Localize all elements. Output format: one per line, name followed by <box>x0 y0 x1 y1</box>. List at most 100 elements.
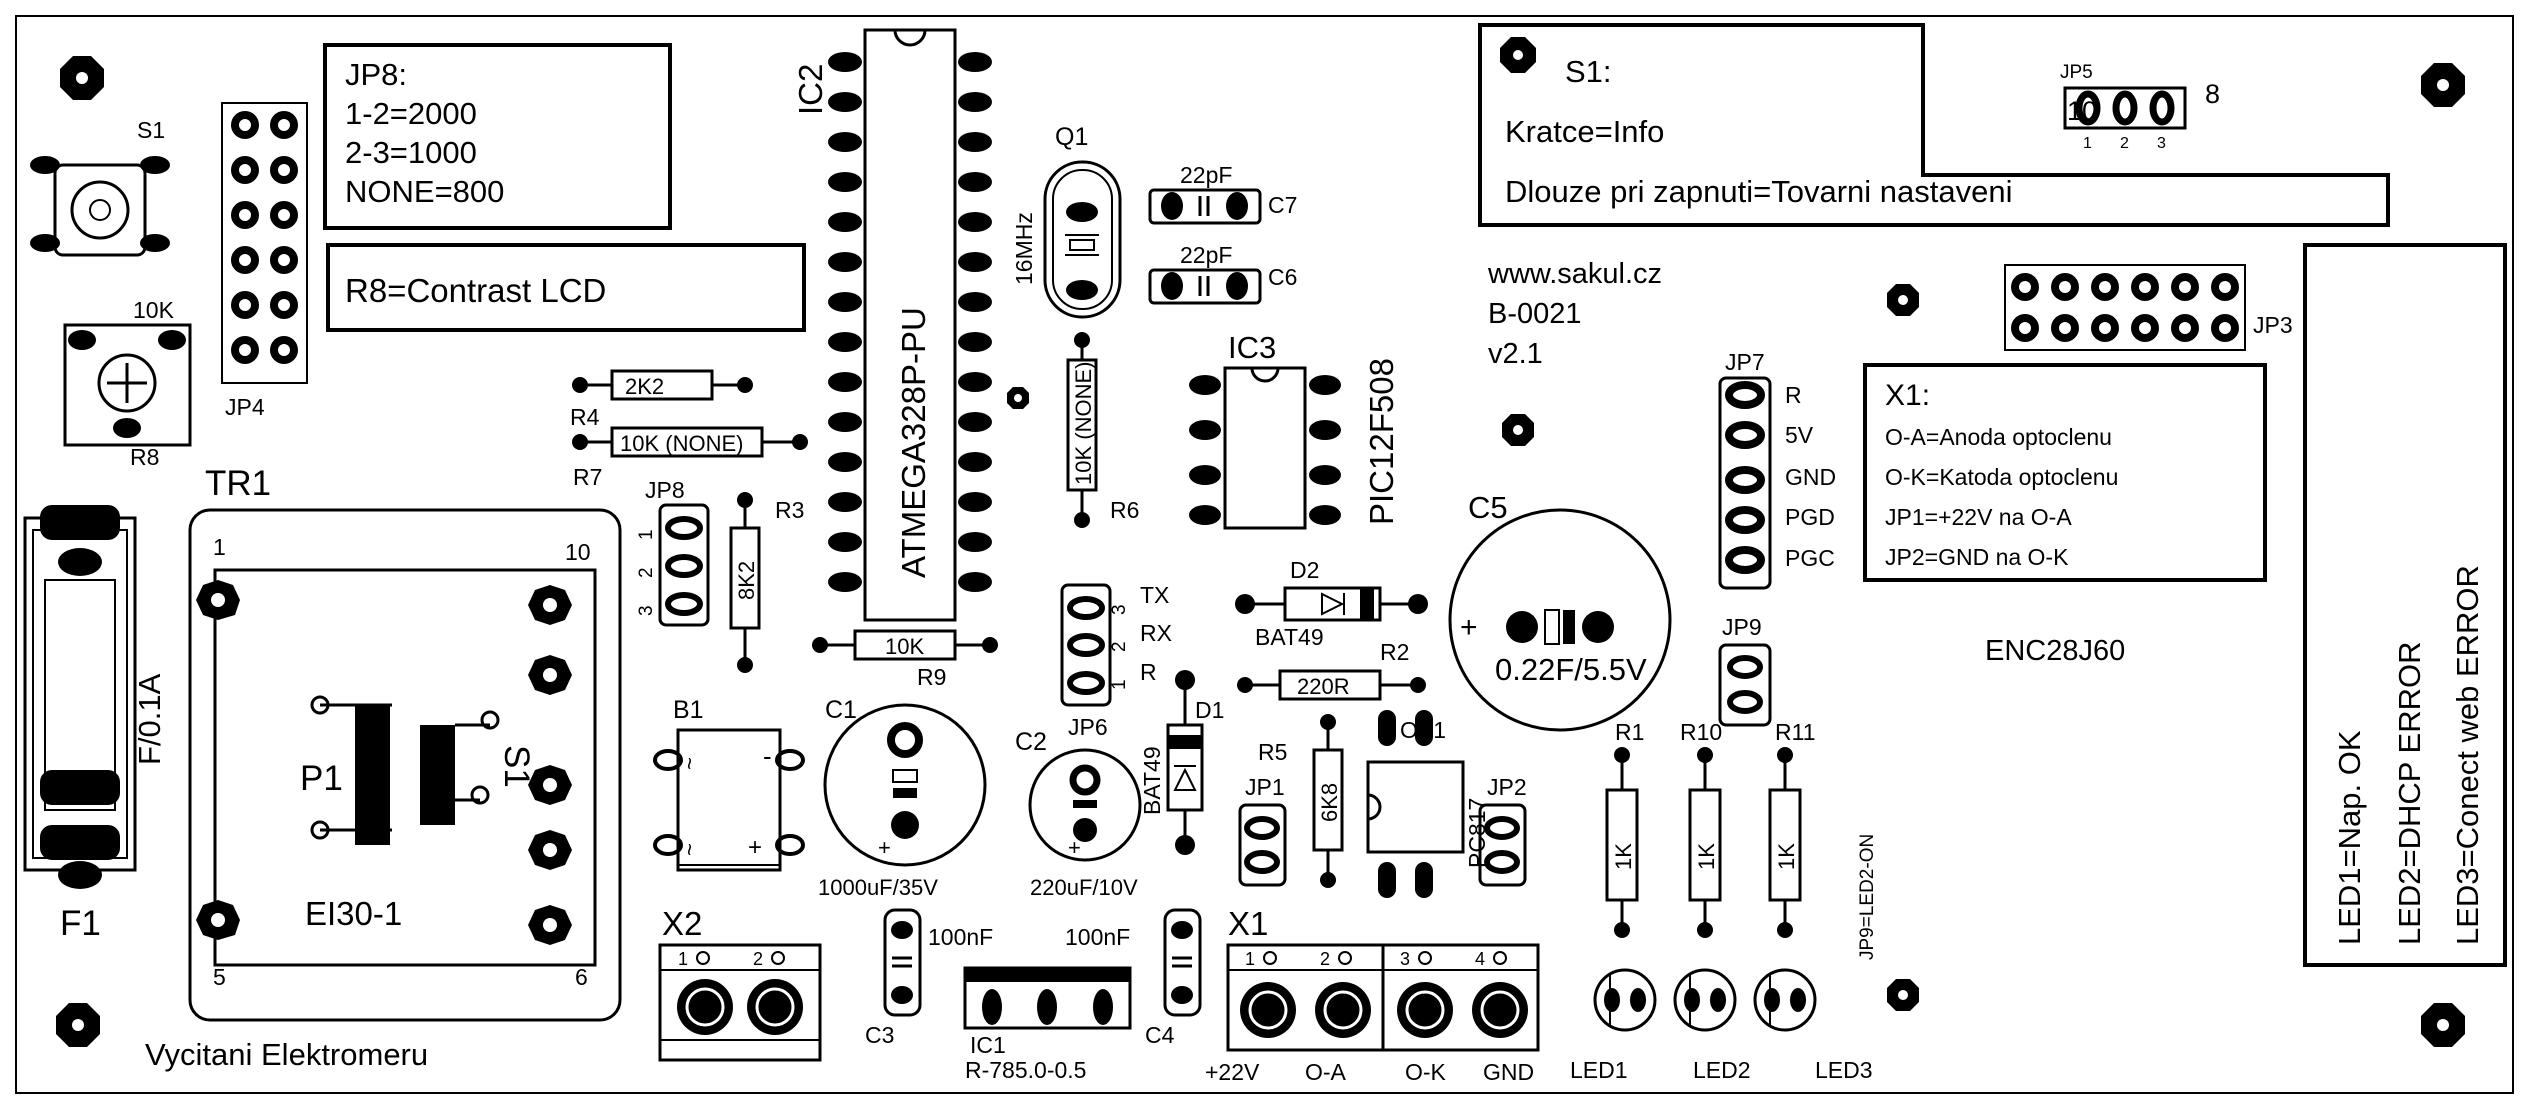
c6-label: C6 <box>1268 264 1297 290</box>
jp5-pin: 2 <box>2120 135 2129 152</box>
c7-label: C7 <box>1268 192 1297 218</box>
tr1-label: TR1 <box>205 464 271 503</box>
x1-note-line: JP2=GND na O-K <box>1885 544 2069 570</box>
c4-value: 100nF <box>1065 924 1130 950</box>
c6-value: 22pF <box>1180 242 1232 268</box>
c7-value: 22pF <box>1180 162 1232 188</box>
r4-value: 2K2 <box>625 374 664 399</box>
ic1-type: R-785.0-0.5 <box>965 1057 1086 1083</box>
ic2-pin-pad <box>828 52 862 72</box>
board-title: Vycitani Elektromeru <box>145 1037 428 1072</box>
ic2-type: ATMEGA328P-PU <box>895 307 932 578</box>
led-led1: LED1 <box>1570 968 1657 1083</box>
jp8-note-line: JP8: <box>345 57 407 92</box>
x1-pin: 1 <box>1245 949 1255 969</box>
capacitor-c1: C1 + 1000uF/35V <box>818 696 987 900</box>
x1-note: X1: O-A=Anoda optoclenu O-K=Katoda optoc… <box>1885 379 2118 570</box>
r9-label: R9 <box>917 664 946 690</box>
jp7-label: JP7 <box>1725 349 1765 375</box>
tr-pin-label: 6 <box>575 964 588 990</box>
header-jp7: JP7 R 5V GND PGD PGC <box>1718 349 1836 590</box>
ic2-pin-pad <box>828 572 862 592</box>
ic2-pin-pad <box>828 132 862 152</box>
resistor-r2: R2 220R <box>1237 639 1426 701</box>
ic2-pin-pad <box>958 492 992 512</box>
ic1-label: IC1 <box>970 1032 1006 1058</box>
jp7-signal: R <box>1785 382 1802 408</box>
r8-value: 10K <box>133 297 175 323</box>
ic2-pin-pad <box>958 212 992 232</box>
jp4-label: JP4 <box>225 394 265 420</box>
d1-type: BAT49 <box>1139 746 1165 815</box>
r5-value: 6K8 <box>1317 783 1342 822</box>
resistor-r9: 10K R9 <box>812 629 998 690</box>
d2-type: BAT49 <box>1255 624 1324 650</box>
x1-note-line: O-K=Katoda optoclenu <box>1885 464 2118 490</box>
jp7-signal: PGD <box>1785 504 1835 530</box>
r7-label: R7 <box>573 464 602 490</box>
led3-label: LED3 <box>1815 1057 1873 1083</box>
ic3-type: PIC12F508 <box>1363 358 1400 525</box>
ic2-pin-pad <box>828 92 862 112</box>
resistor-r4: 2K2 R4 <box>570 369 753 430</box>
jumper-jp5: 10 JP5 1 2 3 8 <box>2060 62 2220 152</box>
x1-signal: O-A <box>1305 1059 1347 1085</box>
r-led-value: 1K <box>1694 843 1719 870</box>
led-note: LED1=Nap. OK LED2=DHCP ERROR LED3=Conect… <box>2332 565 2485 945</box>
jp8-label: JP8 <box>645 477 685 503</box>
r-led-value: 1K <box>1611 843 1636 870</box>
crystal-q1: Q1 16MHz <box>1011 123 1122 319</box>
tr-pin-label: 10 <box>565 539 591 565</box>
led-led2: LED2 <box>1673 968 1751 1083</box>
jumper-jp2: JP2 <box>1478 774 1527 887</box>
jp8-pin: 3 <box>636 605 657 616</box>
c3-value: 100nF <box>928 924 993 950</box>
web-label: www.sakul.cz <box>1487 258 1662 290</box>
r8-note-box <box>326 243 806 332</box>
c5-label: C5 <box>1468 490 1508 525</box>
ic3-label: IC3 <box>1228 330 1276 365</box>
jp7-signal: 5V <box>1785 422 1814 448</box>
x1-note-line: JP1=+22V na O-A <box>1885 504 2072 530</box>
r9-value: 10K <box>885 634 924 659</box>
r6-label: R6 <box>1110 497 1139 523</box>
ic2-pin-pad <box>828 412 862 432</box>
d2-label: D2 <box>1290 557 1319 583</box>
ic2-pin-pad <box>958 172 992 192</box>
jp6-label: JP6 <box>1068 714 1108 740</box>
led2-label: LED2 <box>1693 1057 1751 1083</box>
c2-plus: + <box>1068 835 1081 860</box>
x1-pin: 2 <box>1320 949 1330 969</box>
q1-label: Q1 <box>1055 123 1088 151</box>
regulator-ic1: IC1 R-785.0-0.5 <box>963 966 1132 1083</box>
x1-pin: 4 <box>1475 949 1485 969</box>
ic-ic3: IC3 PIC12F508 <box>1189 330 1400 530</box>
jp7-signal: PGC <box>1785 545 1835 571</box>
resistor-r1: R1 1K <box>1605 719 1644 938</box>
jp2-label: JP2 <box>1487 774 1527 800</box>
ic2-pin-pad <box>958 332 992 352</box>
resistor-r7: 10K (NONE) R7 <box>572 426 808 490</box>
r10-label: R10 <box>1680 719 1722 745</box>
led-note-box <box>2303 243 2507 967</box>
jumper-jp8: JP8 1 2 3 <box>636 477 710 627</box>
jp8-note-box <box>323 43 672 230</box>
ic2-pin-pad <box>958 452 992 472</box>
x1-signal: +22V <box>1205 1059 1260 1085</box>
capacitor-c2: C2 + 220uF/10V <box>1015 728 1142 900</box>
resistor-r6: 10K (NONE) R6 <box>1066 332 1139 528</box>
p1-label: P1 <box>300 759 343 798</box>
jp5-label: JP5 <box>2060 62 2093 83</box>
x2-label: X2 <box>662 905 702 942</box>
c1-value: 1000uF/35V <box>818 875 938 900</box>
jp9-note: JP9=LED2-ON <box>1857 834 1878 960</box>
s1-coil-label: S1 <box>497 745 536 788</box>
r1-label: R1 <box>1615 719 1644 745</box>
c2-value: 220uF/10V <box>1030 875 1138 900</box>
f1-label: F1 <box>60 904 101 943</box>
bridge-minus: - <box>763 741 772 771</box>
jumper-jp9: JP9 <box>1718 614 1772 727</box>
s1-note-line: Kratce=Info <box>1505 114 1664 149</box>
ic2-pin-pad <box>828 532 862 552</box>
s1-note: S1: Kratce=Info Dlouze pri zapnuti=Tovar… <box>1505 54 2013 209</box>
